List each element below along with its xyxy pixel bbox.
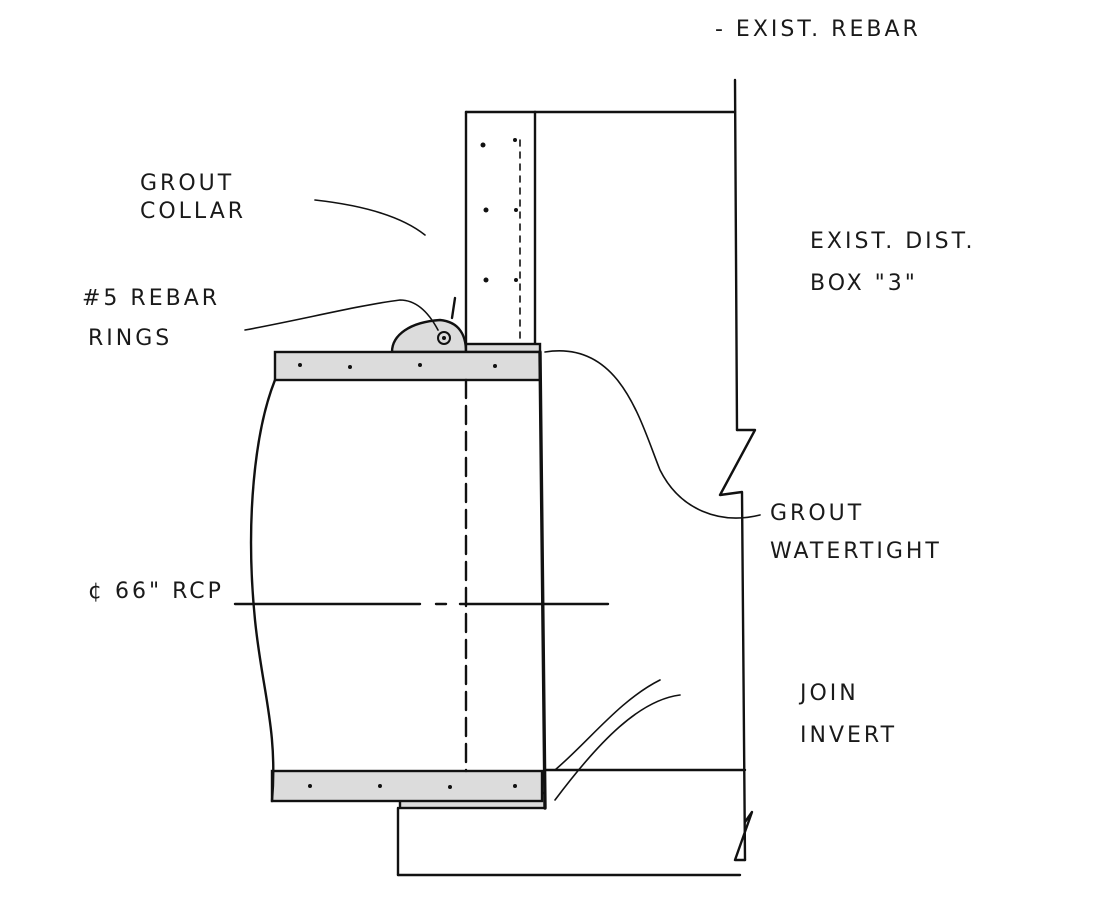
label-exist-dist-box-2: BOX "3" bbox=[810, 271, 918, 296]
label-join-invert-2: INVERT bbox=[800, 723, 897, 748]
label-grout-watertight-2: WATERTIGHT bbox=[770, 539, 942, 564]
label-rebar-rings-2: RINGS bbox=[88, 326, 172, 351]
label-grout-watertight-1: GROUT bbox=[770, 501, 864, 526]
rcp-pipe bbox=[249, 350, 742, 877]
rebar-dot bbox=[483, 207, 489, 213]
leader-lines bbox=[244, 199, 761, 801]
label-exist-dist-box-1: EXIST. DIST. bbox=[810, 229, 975, 254]
rebar-dot bbox=[483, 277, 489, 283]
rebar-ring-icon bbox=[437, 331, 451, 345]
rebar-dot bbox=[514, 208, 518, 212]
label-join-invert-1: JOIN bbox=[798, 681, 859, 706]
rebar-dot bbox=[514, 278, 518, 282]
distribution-box bbox=[533, 78, 757, 862]
grout-collar bbox=[390, 318, 547, 810]
label-centerline-rcp: ¢ 66" RCP bbox=[88, 579, 224, 604]
existing-wall bbox=[464, 110, 537, 352]
rebar-dot bbox=[480, 142, 486, 148]
label-grout-collar-1: GROUT bbox=[140, 171, 234, 196]
label-rebar-rings-1: #5 REBAR bbox=[82, 286, 220, 311]
rebar-dot bbox=[513, 138, 517, 142]
label-grout-collar-2: COLLAR bbox=[140, 199, 246, 224]
label-exist-rebar: - EXIST. REBAR bbox=[715, 17, 921, 42]
